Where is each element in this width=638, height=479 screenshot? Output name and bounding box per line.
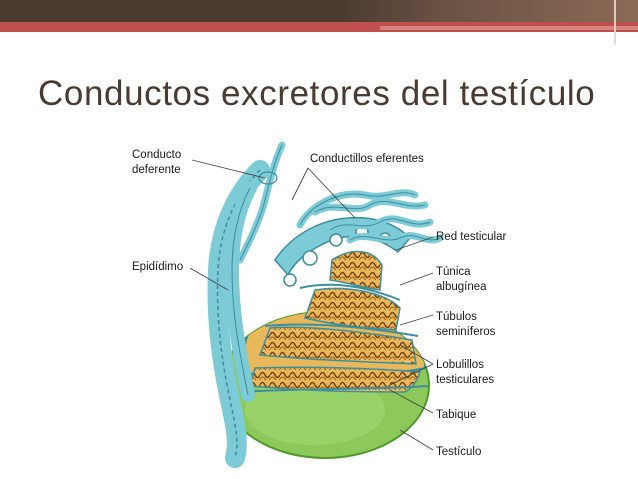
header-band xyxy=(0,0,638,22)
label-lobulillos-1: Lobulillos xyxy=(436,359,484,371)
efferent-ductules-outline xyxy=(299,192,441,241)
label-conducto-deferente-2: deferente xyxy=(132,164,181,176)
label-lobulillos-2: testiculares xyxy=(436,374,494,386)
rete-testis xyxy=(274,216,412,287)
testis-diagram: Conducto deferente Conductillos eferente… xyxy=(132,141,506,468)
label-epididimo: Epidídimo xyxy=(132,261,183,273)
label-conductillos-eferentes: Conductillos eferentes xyxy=(310,153,424,165)
header-stripe xyxy=(0,22,638,32)
label-testiculo: Testículo xyxy=(436,446,481,458)
leader-lines xyxy=(189,159,434,451)
slide-title: Conductos excretores del testículo xyxy=(38,74,596,113)
label-tubulos-1: Túbulos xyxy=(436,311,477,323)
header-stripe-highlight xyxy=(380,26,638,30)
header-divider xyxy=(614,0,616,45)
label-tunica-2: albugínea xyxy=(436,281,487,293)
header-accent xyxy=(338,0,638,22)
label-red-testicular: Red testicular xyxy=(436,231,506,243)
label-tubulos-2: seminíferos xyxy=(436,326,496,338)
vas-deferens xyxy=(236,141,286,264)
epididymis xyxy=(207,160,270,468)
septa xyxy=(239,283,429,393)
label-tunica-1: Túnica xyxy=(436,266,471,278)
lobules xyxy=(249,250,421,393)
label-conducto-deferente-1: Conducto xyxy=(132,149,181,161)
label-tabique: Tabique xyxy=(436,409,476,421)
